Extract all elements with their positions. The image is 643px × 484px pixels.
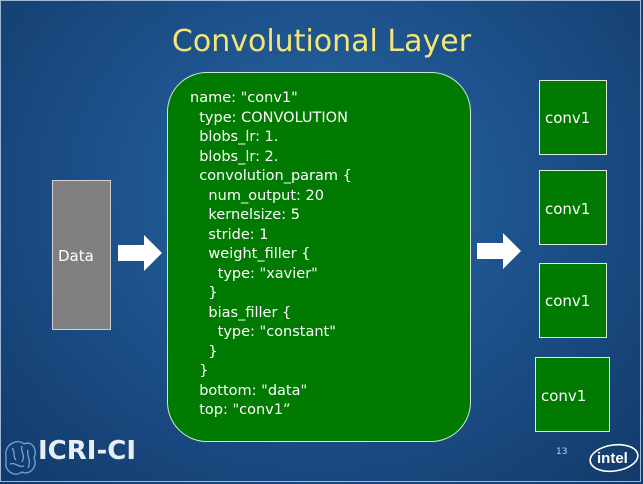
output-feature-map-label: conv1: [545, 200, 591, 218]
code-line: bias_filler {: [190, 304, 292, 321]
output-feature-map-label: conv1: [545, 292, 591, 310]
output-feature-map-label: conv1: [545, 109, 591, 127]
right-arrow-icon: [477, 233, 521, 269]
layer-definition-box: [167, 72, 471, 442]
right-arrow-icon: [118, 235, 162, 271]
output-feature-map: [535, 357, 610, 432]
code-line: stride: 1: [190, 226, 269, 243]
code-line: type: "constant": [190, 324, 336, 340]
output-feature-map: [539, 80, 607, 155]
code-line: type: CONVOLUTION: [190, 109, 348, 126]
layer-definition-code: name: "conv1" type: CONVOLUTION blobs_lr…: [190, 89, 352, 421]
code-line: convolution_param {: [190, 168, 352, 184]
data-input-box: [52, 180, 111, 330]
code-line: }: [190, 285, 218, 301]
page-number: 13: [556, 447, 568, 457]
code-line: bottom: "data": [190, 382, 308, 399]
slide-title: Convolutional Layer: [171, 24, 472, 59]
code-line: blobs_lr: 1.: [190, 129, 279, 145]
code-line: num_output: 20: [190, 187, 324, 204]
code-line: top: "conv1”: [190, 402, 291, 418]
intel-logo-text: intel: [597, 450, 628, 467]
output-feature-map-label: conv1: [541, 387, 587, 405]
brain-logo-icon: [5, 441, 36, 475]
output-feature-map: [539, 170, 607, 245]
code-line: name: "conv1": [190, 90, 298, 106]
code-line: blobs_lr: 2.: [190, 148, 279, 165]
code-line: kernelsize: 5: [190, 207, 300, 223]
output-feature-map: [539, 263, 607, 338]
code-line: }: [190, 343, 218, 360]
data-input-label: Data: [58, 247, 94, 265]
intel-logo-icon: intel: [589, 443, 639, 473]
logo-text: ICRI-CI: [38, 436, 136, 466]
code-line: }: [190, 363, 209, 379]
code-line: weight_filler {: [190, 246, 311, 262]
code-line: type: "xavier": [190, 265, 318, 282]
